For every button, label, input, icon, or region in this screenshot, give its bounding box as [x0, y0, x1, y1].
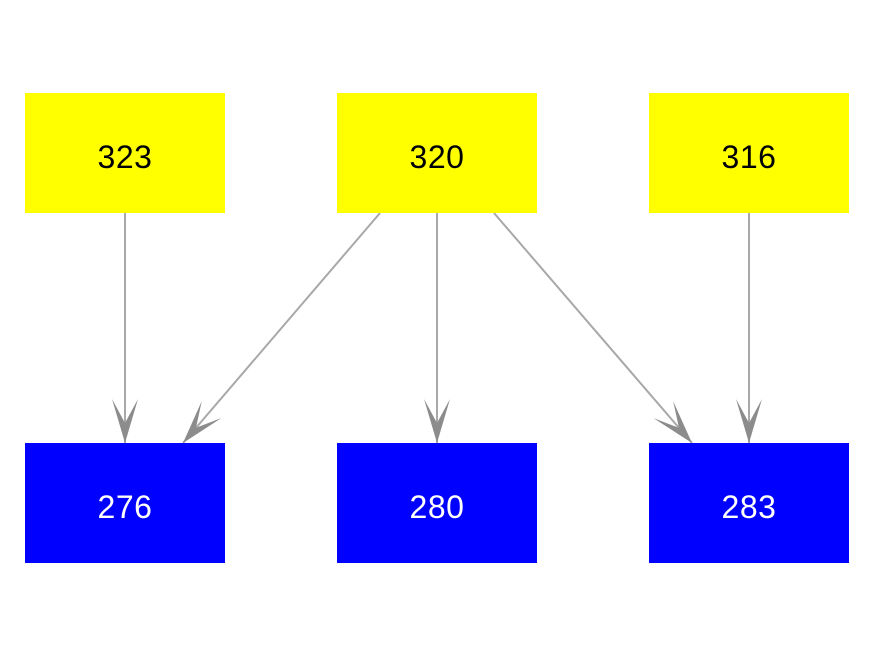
- edge-320-to-283: [493, 212, 693, 444]
- node-320: 320: [337, 93, 537, 213]
- node-323: 323: [25, 93, 225, 213]
- edge-320-to-276: [182, 212, 381, 444]
- node-280: 280: [337, 443, 537, 563]
- node-276: 276: [25, 443, 225, 563]
- node-283: 283: [649, 443, 849, 563]
- node-316: 316: [649, 93, 849, 213]
